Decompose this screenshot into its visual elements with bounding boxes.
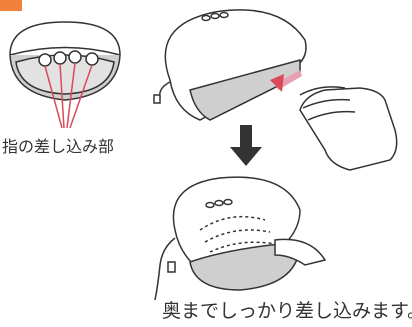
- dryer-side-view: [153, 9, 307, 121]
- insert-arrow-head: [270, 74, 284, 92]
- step-badge: [0, 0, 22, 11]
- dryer-with-hand-inserted: [154, 176, 327, 301]
- finger-slot-label: 指の差し込み部: [2, 137, 115, 156]
- dryer-front-view: [9, 21, 121, 101]
- hand-top: [299, 86, 398, 171]
- instruction-caption: 奥までしっかり差し込みます。: [162, 300, 412, 322]
- finger-slots: [38, 50, 99, 67]
- label-pointer-lines: [44, 62, 93, 129]
- down-arrow: [230, 125, 262, 166]
